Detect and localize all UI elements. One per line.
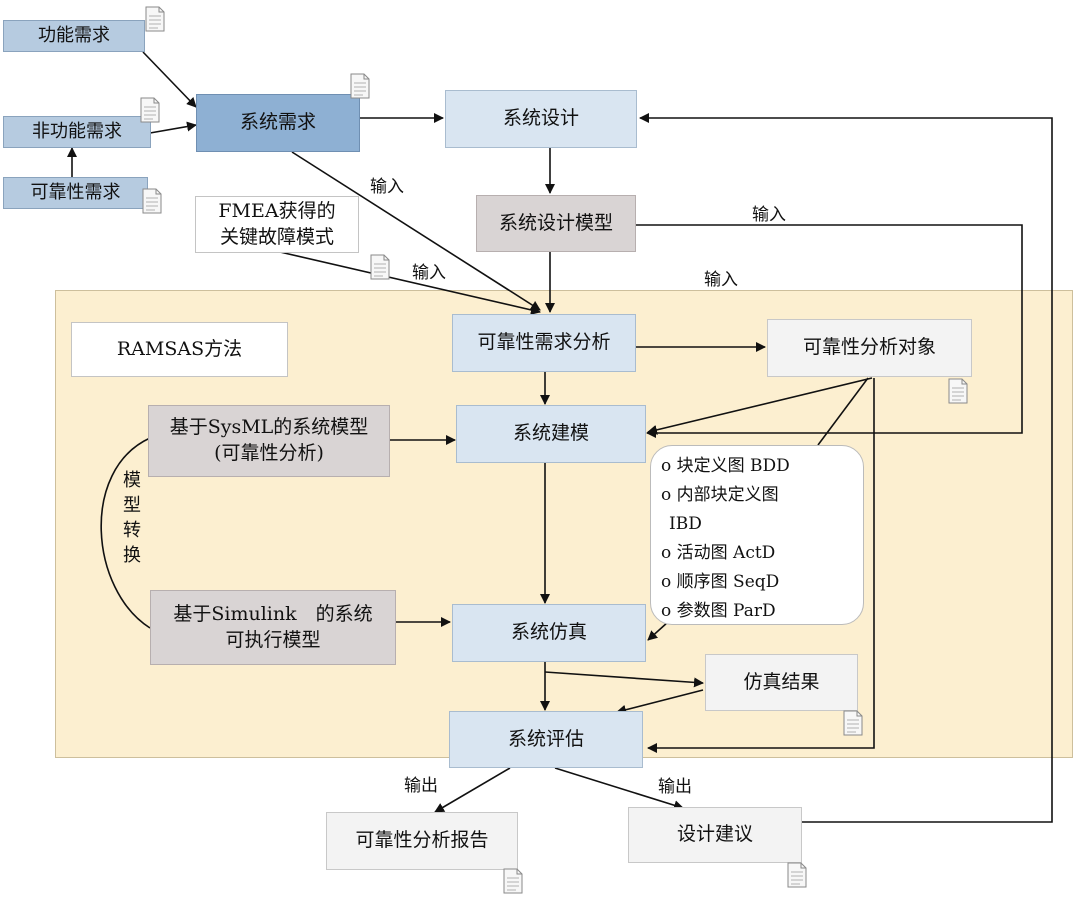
simulink-model-line-2: 可执行模型 (225, 628, 321, 651)
edge-object-to-list (817, 377, 869, 446)
model-transform-label: 模 型 转 换 (121, 468, 143, 568)
functional-requirement-label: 功能需求 (38, 24, 110, 46)
simulink-model-line-1: 基于Simulink 的系统 (173, 602, 373, 625)
edge-suggestion-to-design (639, 113, 1053, 823)
document-icon (350, 73, 370, 99)
reliability-requirement-analysis-label: 可靠性需求分析 (477, 331, 611, 354)
system-evaluation-label: 系统评估 (507, 727, 584, 750)
model-transform-arc (100, 437, 151, 629)
document-icon (140, 97, 160, 123)
system-simulation-label: 系统仿真 (510, 621, 587, 644)
edge-label-input: 输入 (752, 205, 786, 225)
document-icon (145, 6, 165, 32)
document-icon (370, 254, 390, 280)
edge-label-input: 输入 (370, 177, 404, 197)
edge-functional-to-system-req (142, 51, 197, 108)
system-design-model-box: 系统设计模型 (476, 195, 636, 252)
sysml-model-line-1: 基于SysML的系统模型 (169, 416, 369, 439)
ramsas-method-box: RAMSAS方法 (71, 322, 288, 377)
functional-requirement-box: 功能需求 (3, 20, 145, 52)
reliability-analysis-object-label: 可靠性分析对象 (802, 336, 936, 359)
simulink-model-box: 基于Simulink 的系统 可执行模型 (150, 590, 396, 665)
diagram-list-item: o 内部块定义图 (661, 485, 779, 505)
design-suggestion-label: 设计建议 (676, 823, 753, 846)
diagram-list-item: IBD (669, 514, 702, 534)
model-transform-char-1: 模 (123, 470, 141, 491)
fmea-box: FMEA获得的 关键故障模式 (195, 196, 359, 253)
edge-label-output: 输出 (404, 776, 438, 796)
reliability-analysis-object-box: 可靠性分析对象 (767, 319, 972, 377)
edge-design-model-to-modeling (636, 224, 1023, 438)
reliability-requirement-label: 可靠性需求 (30, 181, 121, 203)
edge-label-output: 输出 (658, 777, 692, 797)
reliability-requirement-box: 可靠性需求 (3, 177, 148, 209)
edge-system-req-to-req-analysis (291, 151, 541, 311)
edge-label-input: 输入 (412, 263, 446, 283)
fmea-line-1: FMEA获得的 (218, 199, 336, 222)
document-icon (787, 862, 807, 888)
system-modeling-label: 系统建模 (512, 422, 589, 445)
edge-list-to-simulation (647, 621, 669, 641)
fmea-line-2: 关键故障模式 (219, 225, 334, 248)
diagram-list-item: o 块定义图 BDD (661, 456, 790, 476)
design-suggestion-box: 设计建议 (628, 807, 802, 863)
system-design-model-label: 系统设计模型 (498, 211, 613, 234)
system-design-label: 系统设计 (502, 107, 579, 130)
document-icon (843, 710, 863, 736)
edge-result-to-evaluation (616, 689, 704, 715)
edge-evaluation-to-suggestion (554, 767, 684, 811)
model-transform-char-3: 转 (123, 520, 141, 541)
diagram-list-item: o 活动图 ActD (661, 543, 776, 563)
edge-simulation-to-result (544, 671, 704, 688)
diagram-list-item: o 顺序图 SeqD (661, 572, 780, 592)
sysml-model-line-2: (可靠性分析) (214, 442, 324, 464)
system-requirement-box: 系统需求 (196, 94, 360, 152)
sysml-diagram-list: o 块定义图 BDD o 内部块定义图 IBD o 活动图 ActD o 顺序图… (650, 445, 864, 625)
document-icon (142, 188, 162, 214)
edge-object-to-modeling (647, 377, 873, 435)
document-icon (948, 378, 968, 404)
ramsas-method-label: RAMSAS方法 (116, 337, 243, 360)
document-icon (503, 868, 523, 894)
simulation-result-label: 仿真结果 (743, 670, 820, 693)
edge-fmea-to-req-analysis (279, 251, 541, 315)
system-simulation-box: 系统仿真 (452, 604, 646, 662)
sysml-model-box: 基于SysML的系统模型 (可靠性分析) (148, 405, 390, 477)
simulation-result-box: 仿真结果 (705, 654, 858, 711)
system-modeling-box: 系统建模 (456, 405, 646, 463)
system-evaluation-box: 系统评估 (449, 711, 643, 768)
system-requirement-label: 系统需求 (239, 111, 316, 134)
model-transform-char-4: 换 (123, 545, 141, 566)
diagram-list-item: o 参数图 ParD (661, 601, 776, 621)
reliability-report-box: 可靠性分析报告 (326, 812, 518, 870)
reliability-report-label: 可靠性分析报告 (355, 829, 489, 852)
model-transform-char-2: 型 (123, 495, 141, 516)
system-design-box: 系统设计 (445, 90, 637, 148)
edge-label-input: 输入 (704, 270, 738, 290)
reliability-requirement-analysis-box: 可靠性需求分析 (452, 314, 636, 372)
nonfunctional-requirement-box: 非功能需求 (3, 116, 151, 148)
nonfunctional-requirement-label: 非功能需求 (32, 120, 122, 142)
edge-evaluation-to-report (434, 767, 511, 813)
edge-nonfunctional-to-system-req (149, 121, 197, 134)
edge-object-to-evaluation (647, 378, 875, 753)
